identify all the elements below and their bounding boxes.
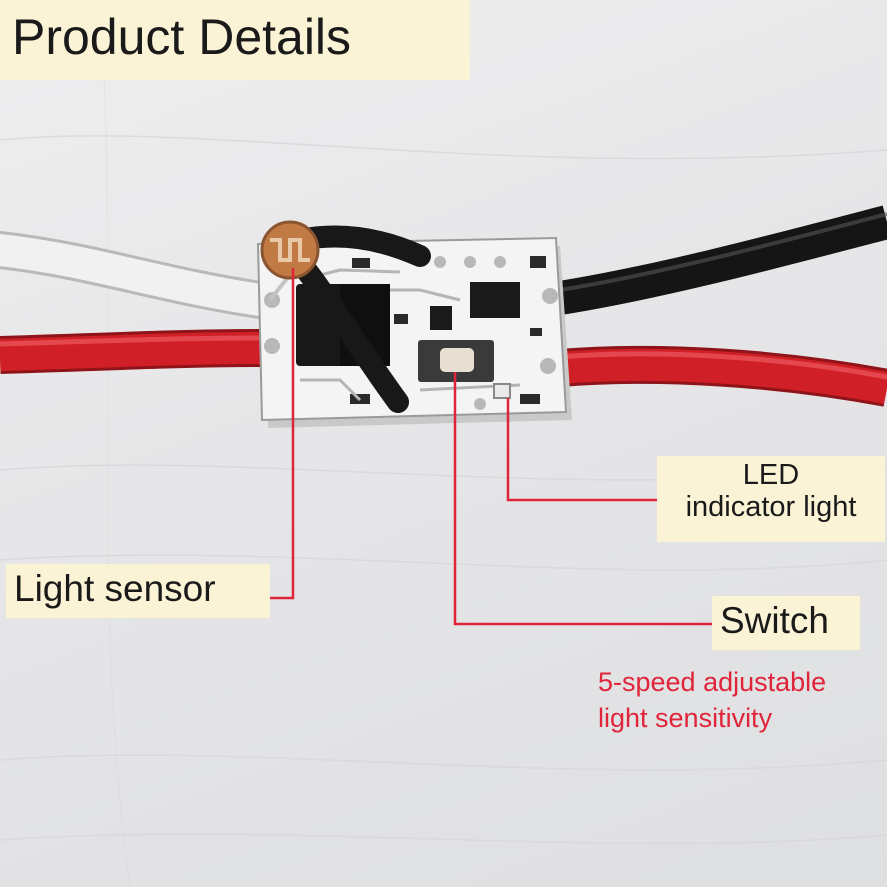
note-line1: 5-speed adjustable bbox=[598, 667, 827, 697]
sensor-callout-line bbox=[270, 268, 295, 600]
black-wire-right bbox=[557, 205, 887, 315]
light-sensor-label: Light sensor bbox=[6, 564, 270, 618]
sensitivity-note: 5-speed adjustable light sensitivity bbox=[598, 664, 883, 736]
led-callout-line bbox=[506, 398, 657, 502]
note-line2: light sensitivity bbox=[598, 703, 773, 733]
photoresistor bbox=[260, 220, 431, 413]
led-label-line2: indicator light bbox=[685, 490, 857, 523]
switch-label: Switch bbox=[712, 596, 860, 650]
page-title: Product Details bbox=[0, 0, 470, 80]
led-indicator-label: LED indicator light bbox=[657, 456, 885, 542]
wires bbox=[0, 205, 887, 407]
led-label-line1: LED bbox=[742, 459, 800, 491]
switch-callout-line bbox=[453, 372, 712, 626]
circuit-board bbox=[256, 236, 572, 428]
callout-lines bbox=[270, 268, 712, 626]
